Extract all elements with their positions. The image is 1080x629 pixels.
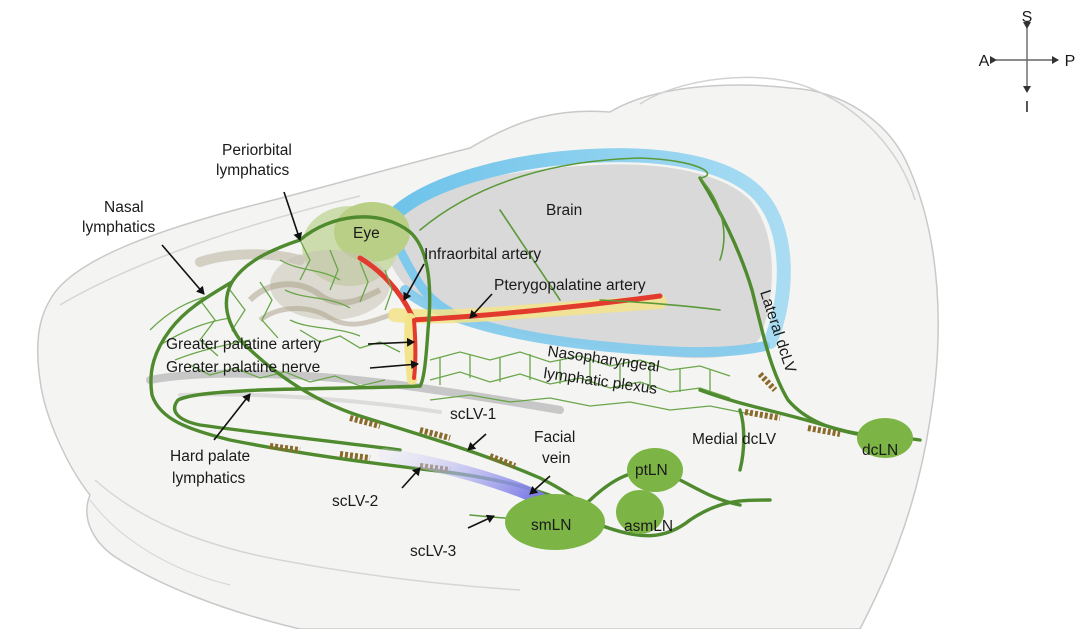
head-silhouette (36, 76, 939, 629)
lymphatic-valves (269, 371, 841, 473)
label-facial-vein-1: Facial (534, 429, 575, 446)
label-sclv1: scLV-1 (450, 406, 496, 423)
asmln-node (616, 490, 664, 534)
label-greater-palatine-artery: Greater palatine artery (166, 336, 321, 353)
label-periorbital-2: lymphatics (216, 162, 289, 179)
compass-posterior: P (1065, 53, 1076, 70)
label-nasal-2: lymphatics (82, 219, 155, 236)
label-hard-palate-2: lymphatics (172, 470, 245, 487)
label-sclv3: scLV-3 (410, 543, 456, 560)
ptln-node (627, 448, 683, 492)
label-infraorbital-artery: Infraorbital artery (424, 246, 541, 263)
label-greater-palatine-nerve: Greater palatine nerve (166, 359, 320, 376)
label-sclv2: scLV-2 (332, 493, 378, 510)
label-asmln: asmLN (624, 518, 673, 535)
label-hard-palate-1: Hard palate (170, 448, 250, 465)
label-ptln: ptLN (635, 462, 668, 479)
label-medial-dclv: Medial dcLV (692, 431, 777, 448)
compass-inferior: I (1025, 99, 1029, 116)
label-eye: Eye (353, 225, 380, 242)
leader-arrows (161, 191, 551, 529)
label-smln: smLN (531, 517, 571, 534)
nasal-lymphatic-mesh (149, 239, 401, 387)
label-periorbital-1: Periorbital (222, 142, 292, 159)
compass-anterior: A (979, 53, 990, 70)
label-facial-vein-2: vein (542, 450, 570, 467)
label-pterygopalatine-artery: Pterygopalatine artery (494, 277, 646, 294)
smln-node (505, 494, 605, 550)
label-nasal-1: Nasal (104, 199, 144, 216)
label-dcln: dcLN (862, 442, 898, 459)
label-brain: Brain (546, 202, 582, 219)
compass-superior: S (1022, 9, 1033, 26)
nasopharyngeal-plexus (429, 351, 751, 415)
lymph-nodes (505, 418, 913, 550)
dcln-node (857, 418, 913, 458)
orientation-compass: S I A P (979, 9, 1076, 116)
